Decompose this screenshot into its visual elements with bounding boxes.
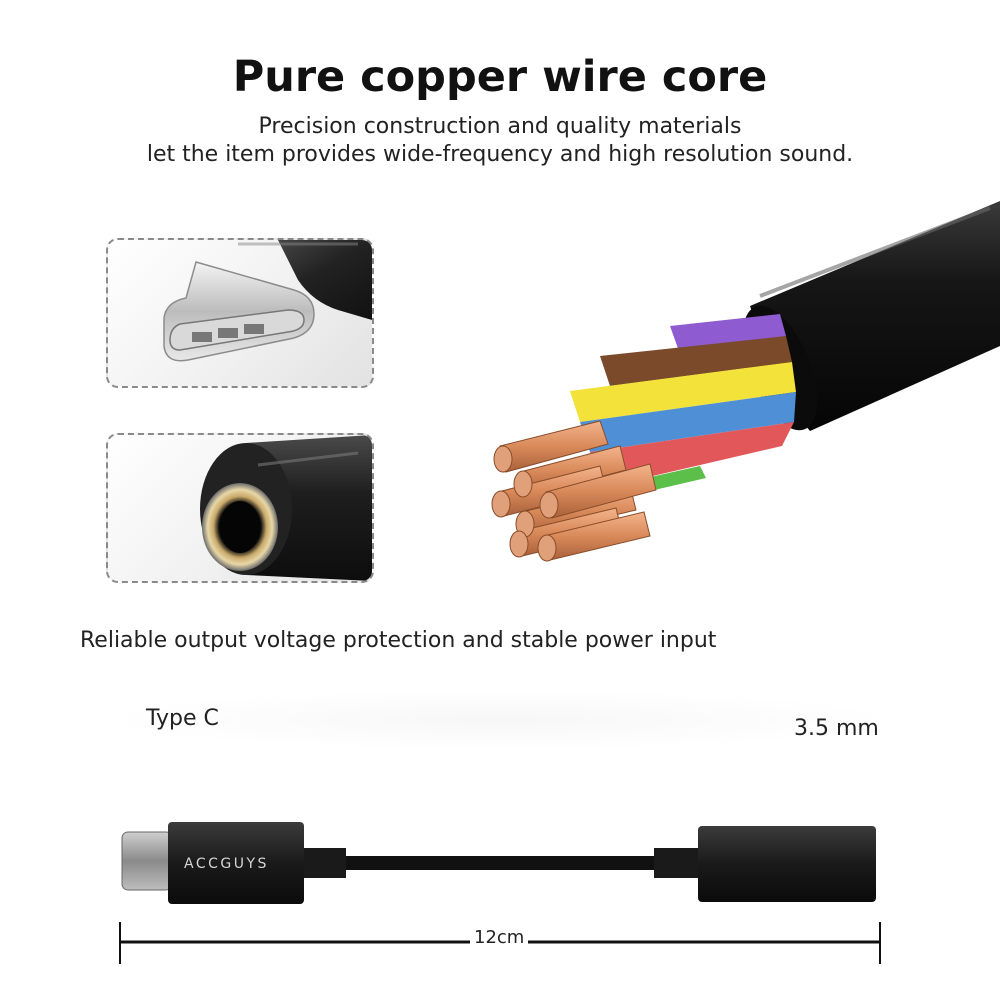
label-backdrop (100, 690, 900, 750)
audio-jack-closeup-panel (106, 433, 374, 583)
type-c-label: Type C (146, 706, 219, 731)
brand-logo: ACCGUYS (184, 856, 269, 872)
audio-jack-icon (200, 435, 372, 581)
usb-c-closeup-panel (106, 238, 374, 388)
jack-size-label: 3.5 mm (794, 716, 879, 741)
feature-text: Reliable output voltage protection and s… (80, 628, 717, 653)
adapter-cable-icon (121, 822, 876, 904)
subtitle-line-1: Precision construction and quality mater… (258, 114, 742, 139)
usb-c-plug-icon (163, 240, 372, 362)
subtitle-line-2: let the item provides wide-frequency and… (146, 142, 854, 167)
copper-cable-icon (491, 201, 1000, 562)
length-label: 12cm (470, 927, 529, 948)
page-title: Pure copper wire core (232, 52, 768, 102)
